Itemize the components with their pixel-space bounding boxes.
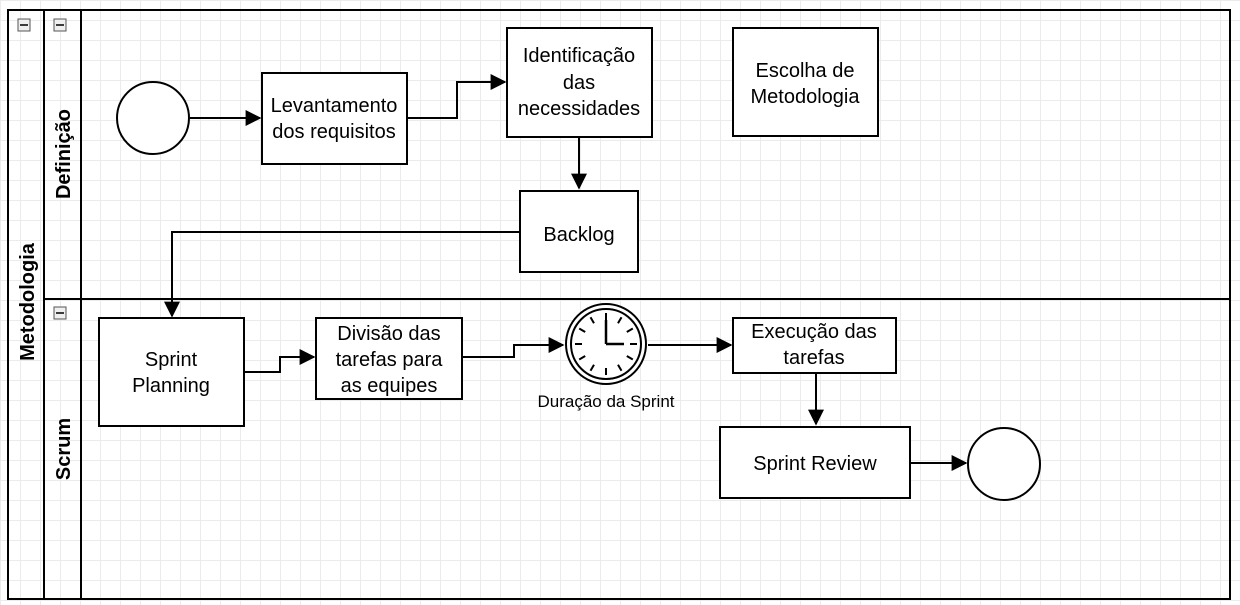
task-label-line: Sprint bbox=[145, 349, 198, 371]
edge-planning-to-divisao[interactable] bbox=[244, 349, 316, 373]
lane-title-definicao: Definição bbox=[53, 109, 75, 199]
pool-collapse-button[interactable] bbox=[17, 18, 31, 32]
task-label-line: dos requisitos bbox=[272, 121, 395, 143]
task-box bbox=[315, 317, 463, 400]
task-label-line: das bbox=[563, 72, 595, 94]
end-event-circle[interactable] bbox=[967, 427, 1041, 501]
task-label-line: necessidades bbox=[518, 98, 640, 120]
task-levantamento[interactable]: Levantamento dos requisitos bbox=[261, 72, 408, 165]
task-sprint-review[interactable]: Sprint Review bbox=[719, 426, 911, 499]
task-box bbox=[261, 72, 408, 165]
task-label-line: tarefas para bbox=[336, 349, 444, 371]
clock-ticks bbox=[575, 313, 637, 375]
edges bbox=[164, 74, 968, 471]
task-box bbox=[732, 317, 897, 374]
lane-scrum[interactable]: Scrum bbox=[53, 418, 75, 480]
task-label-line: Planning bbox=[132, 375, 210, 397]
task-label-line: tarefas bbox=[783, 347, 844, 369]
task-sprint-planning[interactable]: Sprint Planning bbox=[98, 317, 245, 427]
task-escolha[interactable]: Escolha de Metodologia bbox=[732, 27, 879, 137]
task-label-line: Execução das bbox=[751, 321, 877, 343]
lane-scrum-collapse-button[interactable] bbox=[53, 306, 67, 320]
task-label-line: Identificação bbox=[523, 45, 635, 67]
task-label-line: Metodologia bbox=[751, 86, 861, 108]
task-box bbox=[506, 27, 653, 138]
edge-levantamento-to-identificacao[interactable] bbox=[407, 74, 507, 119]
task-box bbox=[732, 27, 879, 137]
edge-backlog-to-sprint-planning[interactable] bbox=[164, 231, 520, 318]
task-execucao[interactable]: Execução das tarefas bbox=[732, 317, 897, 374]
task-label-line: Sprint Review bbox=[753, 453, 877, 475]
task-backlog[interactable]: Backlog bbox=[519, 190, 639, 273]
task-box bbox=[98, 317, 245, 427]
task-label-line: Backlog bbox=[543, 224, 614, 246]
pool-border bbox=[7, 9, 1231, 600]
task-label-line: Divisão das bbox=[337, 323, 440, 345]
task-label-line: Escolha de bbox=[756, 60, 855, 82]
start-event-circle[interactable] bbox=[116, 81, 190, 155]
timer-event[interactable]: Duração da Sprint bbox=[537, 303, 675, 411]
lane-definicao[interactable]: Definição bbox=[53, 109, 75, 199]
timer-label: Duração da Sprint bbox=[537, 392, 674, 411]
task-identificacao[interactable]: Identificação das necessidades bbox=[506, 27, 653, 138]
lane-title-scrum: Scrum bbox=[53, 418, 75, 480]
lane-definicao-collapse-button[interactable] bbox=[53, 18, 67, 32]
edge-divisao-to-timer[interactable] bbox=[462, 337, 565, 358]
pool-title: Metodologia bbox=[17, 242, 39, 361]
task-divisao[interactable]: Divisão das tarefas para as equipes bbox=[315, 317, 463, 400]
task-box bbox=[719, 426, 911, 499]
task-label-line: as equipes bbox=[341, 375, 438, 397]
task-label-line: Levantamento bbox=[271, 95, 398, 117]
task-box bbox=[519, 190, 639, 273]
pool[interactable]: Metodologia bbox=[7, 9, 1231, 600]
